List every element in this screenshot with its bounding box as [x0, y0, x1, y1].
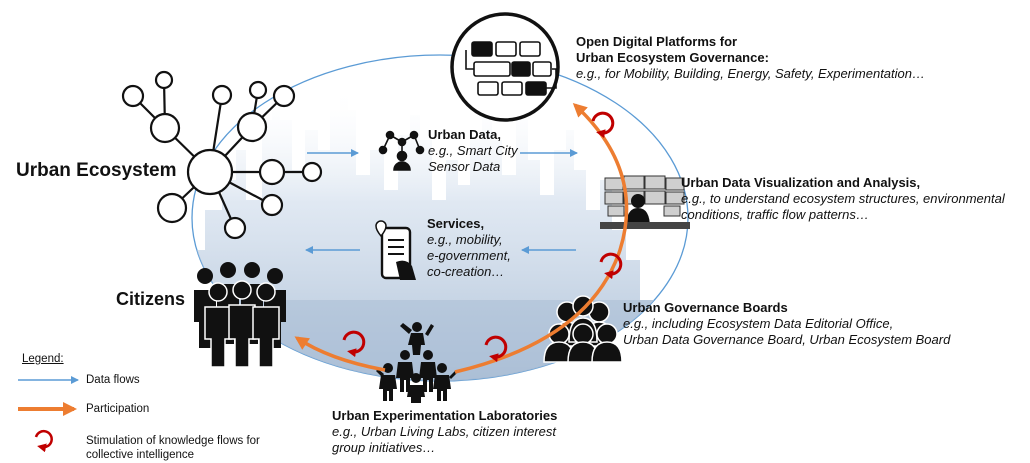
labs-title: Urban Experimentation Laboratories	[332, 408, 558, 423]
services-title: Services,	[427, 216, 485, 231]
participation-arcs	[294, 102, 629, 374]
stimulation-icon	[599, 252, 623, 280]
services-line3: co-creation…	[427, 263, 505, 279]
urban-data-title: Urban Data,	[428, 127, 501, 142]
legend-stimulation-line2: collective intelligence	[86, 449, 195, 462]
participation-arc-left	[294, 336, 386, 372]
services-label: Services, e.g., mobility, e-government, …	[427, 216, 511, 279]
legend-stimulation: Stimulation of knowledge flows for colle…	[86, 434, 260, 462]
platforms-label: Open Digital Platforms for Urban Ecosyst…	[576, 34, 925, 82]
legend-title: Legend:	[22, 353, 64, 365]
boards-title: Urban Governance Boards	[623, 300, 788, 315]
visualization-label: Urban Data Visualization and Analysis, e…	[681, 175, 1005, 223]
visualization-title: Urban Data Visualization and Analysis,	[681, 175, 921, 190]
visualization-desk-icon	[600, 175, 690, 229]
visualization-line2: conditions, traffic flow patterns…	[681, 206, 869, 222]
legend-stimulation-icon	[34, 430, 53, 453]
legend-participation: Participation	[86, 403, 150, 415]
legend-data-flows: Data flows	[86, 374, 140, 386]
platforms-title-line1: Open Digital Platforms for	[576, 34, 738, 49]
labs-line1: e.g., Urban Living Labs, citizen interes…	[332, 423, 557, 439]
legend-stimulation-line1: Stimulation of knowledge flows for	[86, 435, 260, 447]
boards-line1: e.g., including Ecosystem Data Editorial…	[623, 315, 894, 331]
services-phone-icon	[375, 220, 416, 280]
services-line1: e.g., mobility,	[427, 231, 503, 247]
urban-data-line1: e.g., Smart City	[428, 142, 518, 158]
labs-label: Urban Experimentation Laboratories e.g.,…	[332, 408, 557, 456]
legend-glyphs	[18, 376, 79, 453]
data-flow-arrows	[305, 149, 578, 254]
labs-line2: group initiatives…	[332, 439, 436, 455]
stimulation-icon	[591, 111, 615, 139]
network-icon	[121, 70, 323, 240]
visualization-line1: e.g., to understand ecosystem structures…	[681, 190, 1005, 206]
stimulation-icons	[342, 111, 623, 363]
citizens-crowd-icon	[194, 262, 286, 368]
platforms-title-line2: Urban Ecosystem Governance:	[576, 49, 769, 65]
stimulation-icon	[484, 335, 508, 363]
governance-boards-icon	[543, 295, 623, 363]
citizens-title: Citizens	[116, 289, 186, 309]
participation-arc-right	[454, 102, 629, 374]
platforms-examples: e.g., for Mobility, Building, Energy, Sa…	[576, 65, 925, 81]
urban-data-line2: Sensor Data	[428, 158, 501, 174]
experimentation-lab-icon	[376, 322, 457, 403]
stimulation-icon	[342, 330, 366, 358]
platform-icon	[450, 12, 560, 122]
services-line2: e-government,	[427, 247, 511, 263]
boards-label: Urban Governance Boards e.g., including …	[623, 300, 950, 348]
urban-data-icon	[378, 130, 425, 171]
boards-line2: Urban Data Governance Board, Urban Ecosy…	[623, 331, 951, 347]
ecosystem-title: Urban Ecosystem	[16, 160, 177, 181]
urban-data-label: Urban Data, e.g., Smart City Sensor Data	[428, 127, 518, 175]
